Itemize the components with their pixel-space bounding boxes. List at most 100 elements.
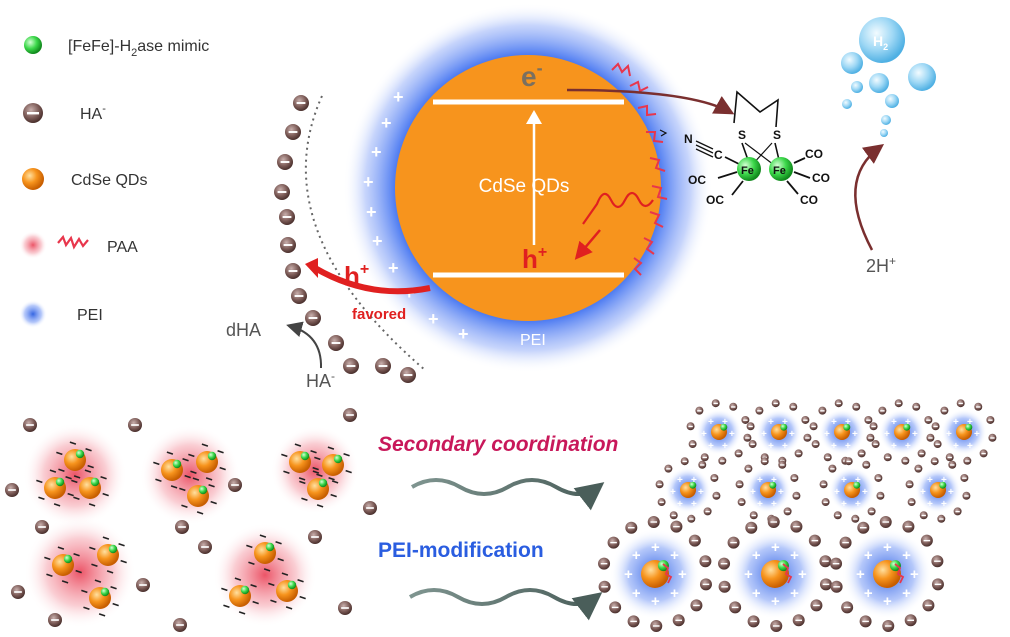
ha-anion [729, 402, 738, 411]
ha-anion [869, 422, 878, 431]
svg-text:+: + [902, 547, 911, 564]
ha-anion [790, 520, 803, 533]
ha-anion [727, 536, 740, 549]
svg-text:CO: CO [805, 147, 823, 161]
ha-legend-label: HA- [80, 103, 106, 123]
pei-modified-qd: ++++++ [735, 457, 801, 523]
ha-anion [712, 491, 721, 500]
svg-text:Fe: Fe [741, 165, 754, 177]
svg-text:+: + [824, 429, 830, 440]
ha-anion [819, 555, 832, 568]
svg-text:+: + [927, 499, 933, 510]
svg-text:+: + [752, 547, 761, 564]
pei-wave-arrow [408, 588, 603, 621]
ha-anion [883, 453, 892, 462]
ha-anion [801, 415, 810, 424]
ha-anion [669, 511, 678, 520]
ha-anion [703, 507, 712, 516]
ha-anion [687, 514, 696, 523]
svg-text:+: + [856, 566, 865, 583]
ha-anion [698, 460, 707, 469]
ha-anion [650, 619, 663, 632]
ha-anion [672, 614, 685, 627]
svg-text:+: + [905, 441, 911, 452]
ha-anion [175, 520, 189, 534]
ha-anion [688, 534, 701, 547]
svg-text:+: + [789, 429, 795, 440]
svg-text:+: + [757, 499, 763, 510]
svg-text:+: + [855, 499, 861, 510]
ha-anion [285, 263, 301, 279]
mimic-particle [333, 454, 343, 464]
svg-text:+: + [782, 441, 788, 452]
ha-anion [810, 599, 823, 612]
svg-text:+: + [698, 487, 704, 498]
svg-text:+: + [366, 202, 377, 222]
pei-modified-qd: ++++++ [809, 399, 875, 465]
pei-modified-qd: ++++++++ [830, 516, 944, 632]
ha-anion [609, 601, 622, 614]
pei-modified-qd: ++++++ [819, 457, 885, 523]
fefe-mimic-legend-label: [FeFe]-H2ase mimic [68, 38, 209, 59]
secondary-coordination-label: Secondary coordination [378, 433, 618, 456]
pei-modified-qd: ++++++ [931, 399, 997, 465]
svg-text:+: + [884, 429, 890, 440]
svg-text:+: + [967, 417, 973, 428]
electron-transfer-arrow [566, 88, 735, 115]
left-hole-label: h+ [344, 261, 369, 291]
hole-transfer: h+ favored dHA HA- [226, 258, 431, 391]
ha-anion [859, 615, 872, 628]
svg-text:+: + [381, 113, 392, 133]
ha-anion [844, 457, 853, 466]
ha-anion [744, 464, 753, 473]
svg-text:+: + [752, 585, 761, 602]
svg-text:+: + [371, 142, 382, 162]
svg-text:+: + [624, 566, 633, 583]
favored-arrow [313, 265, 431, 295]
electron-label: e- [521, 58, 543, 92]
svg-text:CO: CO [800, 193, 818, 207]
svg-text:+: + [855, 475, 861, 486]
ha-anion [607, 536, 620, 549]
pei-modified-qd: ++++++++ [598, 516, 712, 632]
svg-text:+: + [428, 309, 439, 329]
ha-anion [862, 460, 871, 469]
ha-anion [953, 507, 962, 516]
mimic-particle [55, 477, 65, 487]
ha-anion [743, 433, 752, 442]
svg-text:+: + [678, 566, 687, 583]
svg-text:+: + [632, 585, 641, 602]
svg-text:+: + [831, 441, 837, 452]
pei-modified-qd: ++++++ [905, 457, 971, 523]
ha-anion [695, 406, 704, 415]
ha-anion [912, 402, 921, 411]
svg-text:+: + [841, 499, 847, 510]
ha-anion [917, 449, 926, 458]
ha-anion [920, 534, 933, 547]
svg-text:+: + [946, 429, 952, 440]
ha-anion [735, 480, 744, 489]
ha-anion [343, 408, 357, 422]
ha-anion [867, 507, 876, 516]
svg-text:C: C [714, 148, 723, 162]
mimic-particle [90, 477, 100, 487]
ha-anion [930, 457, 939, 466]
photon-wave-icon [582, 191, 654, 225]
svg-text:+: + [691, 499, 697, 510]
ha-anion [901, 456, 910, 465]
ha-anion [699, 555, 712, 568]
pei-modified-qd: ++++++++ [718, 516, 832, 632]
main-quantum-dot: CdSe QDs e- h+ PEI [343, 3, 713, 373]
svg-text:+: + [782, 417, 788, 428]
ha-reactant-label: HA- [306, 369, 335, 391]
svg-text:+: + [948, 487, 954, 498]
svg-text:+: + [768, 441, 774, 452]
ha-anion [931, 422, 940, 431]
ha-anion [737, 498, 746, 507]
svg-text:+: + [974, 429, 980, 440]
mimic-particle [198, 485, 208, 495]
ha-anion [729, 601, 742, 614]
ha-anion [285, 124, 301, 140]
ha-anion [274, 184, 290, 200]
svg-text:+: + [864, 547, 873, 564]
